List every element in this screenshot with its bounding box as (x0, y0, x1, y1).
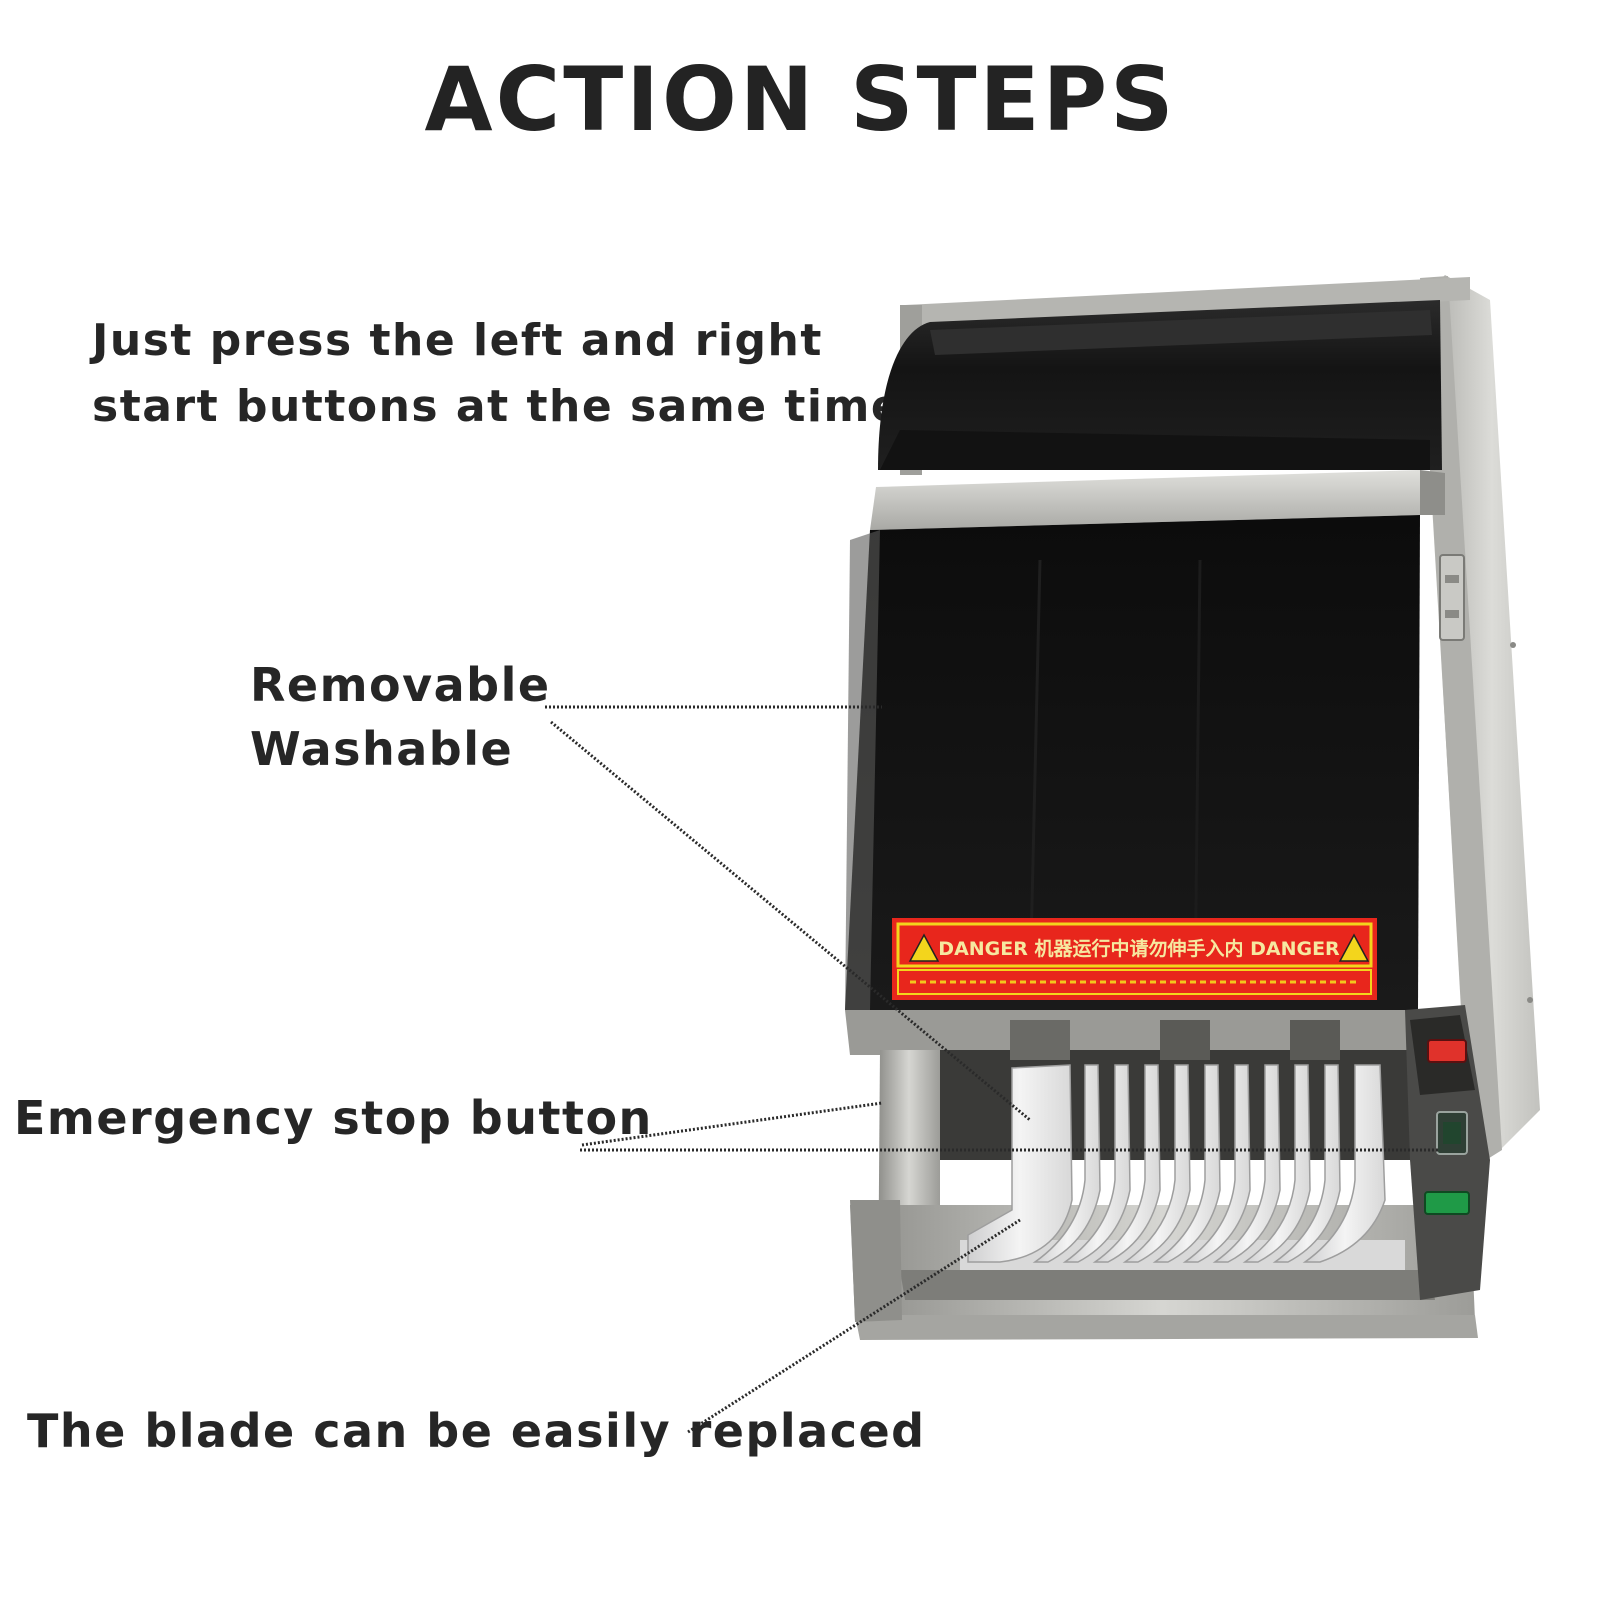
callout-washable: Washable (250, 722, 514, 776)
machine-steel-band (870, 470, 1445, 530)
page-title: ACTION STEPS (424, 48, 1177, 151)
callout-blade: The blade can be easily replaced (27, 1404, 926, 1458)
start-button-red (1427, 1039, 1467, 1063)
start-button-green (1424, 1191, 1470, 1215)
danger-label: DANGER 机器运行中请勿伸手入内 DANGER (892, 918, 1377, 1000)
leader-emergency-upper (581, 1101, 883, 1147)
callout-emergency-stop: Emergency stop button (14, 1091, 653, 1145)
leader-lines (545, 705, 1438, 1434)
danger-label-text: DANGER 机器运行中请勿伸手入内 DANGER (938, 937, 1340, 960)
removable-front-panel (845, 515, 1420, 1010)
blade-comb (960, 1064, 1405, 1270)
control-panel (1405, 1005, 1490, 1300)
callout-removable: Removable (250, 658, 551, 712)
leader-blade (687, 1218, 1021, 1434)
machine-top-hood (878, 300, 1442, 470)
hinge (1439, 554, 1465, 641)
instruction-line-2: start buttons at the same time (92, 381, 903, 432)
instruction-line-1: Just press the left and right (92, 315, 823, 366)
